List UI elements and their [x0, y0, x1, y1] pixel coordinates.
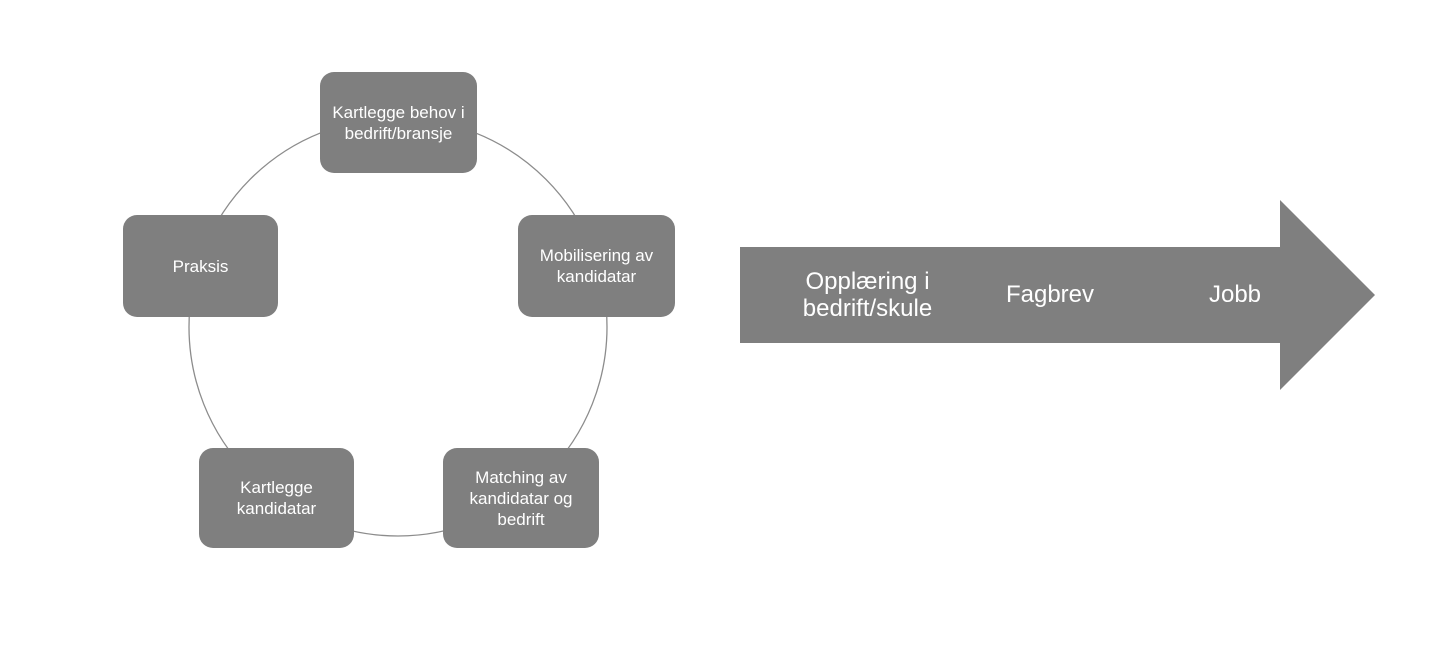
arrow-stage-jobb: Jobb [1208, 281, 1262, 308]
arrow-stage-fagbrev: Fagbrev [1005, 281, 1095, 308]
cycle-step-matching: Matching av kandidatar og bedrift [443, 448, 599, 548]
arrow-stage-opplaering: Opplæring i bedrift/skule [802, 268, 933, 322]
cycle-step-praksis: Praksis [123, 215, 278, 317]
cycle-step-kartlegge-kandidatar: Kartlegge kandidatar [199, 448, 354, 548]
cycle-step-kartlegge-behov: Kartlegge behov i bedrift/bransje [320, 72, 477, 173]
progress-arrow [740, 200, 1375, 390]
cycle-step-mobilisering: Mobilisering av kandidatar [518, 215, 675, 317]
